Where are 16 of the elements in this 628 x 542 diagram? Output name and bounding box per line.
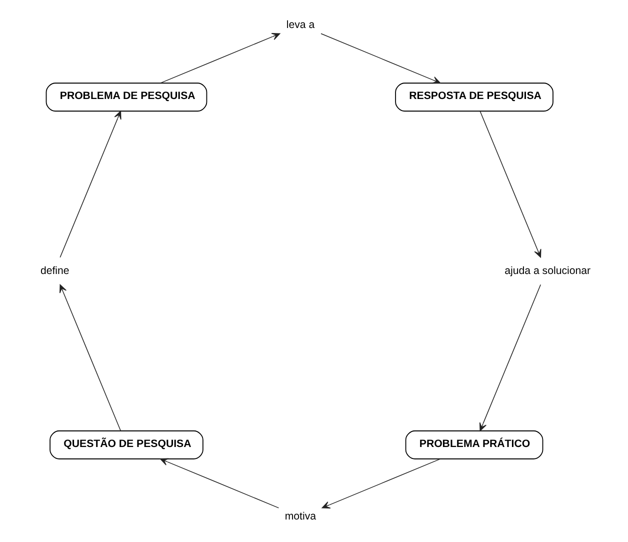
node-box: PROBLEMA DE PESQUISA [46, 82, 208, 112]
arrow [60, 110, 122, 258]
node-text: define [40, 264, 70, 277]
arrow [322, 458, 441, 509]
node-text: motiva [284, 510, 316, 523]
arrow [160, 32, 280, 84]
node-text: leva a [286, 18, 315, 31]
arrow [60, 284, 121, 432]
arrow [480, 110, 542, 258]
node-box: RESPOSTA DE PESQUISA [395, 82, 554, 112]
node-box: PROBLEMA PRÁTICO [405, 430, 544, 460]
node-box: QUESTÃO DE PESQUISA [50, 430, 204, 460]
arrow [479, 284, 542, 432]
arrow [160, 458, 280, 508]
node-text: ajuda a solucionar [504, 264, 591, 277]
arrow [320, 33, 441, 84]
